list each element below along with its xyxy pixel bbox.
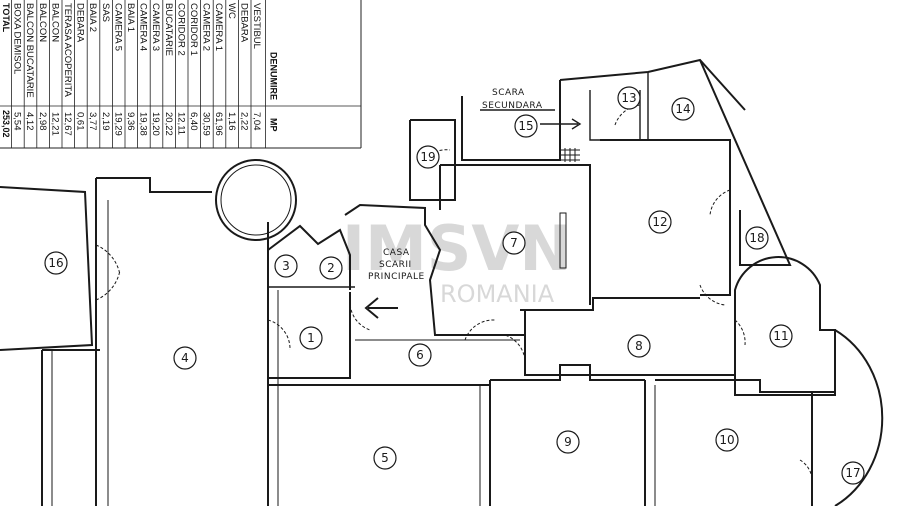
table-row-name: DEBARA	[75, 3, 86, 43]
room-marker-circle	[715, 428, 739, 452]
table-row-name: BALCON	[49, 3, 60, 42]
table-row-area: 30,59	[201, 112, 212, 136]
room-number-11: 11	[773, 329, 788, 343]
walls	[0, 58, 884, 506]
table-row-name: CAMERA 4	[138, 3, 149, 51]
room-number-4: 4	[181, 351, 189, 365]
room-marker-circle	[769, 324, 793, 348]
table-row-name: CAMERA 3	[150, 3, 161, 51]
table-header-area: MP	[269, 118, 279, 132]
room-number-14: 14	[675, 102, 690, 116]
area-table: TOTAL 253,02 BOXA DEMISOL 5,54 BALCON BUCATA…	[0, 0, 362, 149]
table-row-area: 7,04	[251, 112, 262, 131]
room-marker-circle	[556, 430, 580, 454]
secondary-stairs-line2: SECUNDARA	[482, 101, 543, 111]
watermark: IMSVN ROMANIA	[342, 212, 571, 308]
room-number-5: 5	[381, 451, 389, 465]
room-number-13: 13	[621, 91, 636, 105]
room-number-8: 8	[635, 339, 643, 353]
room-marker-circle	[648, 210, 672, 234]
room-marker-circle	[44, 251, 68, 275]
room-number-2: 2	[327, 261, 335, 275]
table-row-name: CAMERA 2	[201, 3, 212, 51]
main-stairs-line2: SCARII	[379, 260, 412, 270]
room-marker-circle	[373, 446, 397, 470]
table-row-name: CORIDOR 2	[175, 3, 186, 56]
room-number-6: 6	[416, 348, 424, 362]
table-row-area: 12,11	[175, 112, 186, 135]
room-number-10: 10	[719, 433, 734, 447]
room-marker-circle	[617, 86, 641, 110]
entry-arrow	[364, 297, 398, 319]
table-row-name: DEBARA	[238, 3, 249, 43]
table-total-value: 253,02	[1, 110, 11, 138]
table-row-area: 2,19	[100, 112, 111, 131]
room-number-7: 7	[510, 236, 518, 250]
table-row-area: 12,21	[49, 112, 60, 136]
room-number-12: 12	[652, 215, 667, 229]
room-number-17: 17	[845, 466, 860, 480]
main-stairs-line3: PRINCIPALE	[368, 272, 425, 282]
room-marker-circle	[408, 343, 432, 367]
table-row-name: CAMERA 5	[112, 3, 123, 51]
room-number-15: 15	[518, 119, 533, 133]
table-row-area: 20,22	[163, 112, 174, 136]
table-header-name: DENUMIRE	[269, 52, 279, 100]
room-marker-circle	[841, 461, 865, 485]
table-row-area: 0,61	[75, 112, 86, 131]
table-row-area: 61,96	[213, 112, 224, 136]
watermark-logo: IMSVN	[342, 212, 571, 285]
table-row-name: CAMERA 1	[213, 3, 224, 51]
room-number-9: 9	[564, 435, 572, 449]
table-total-label: TOTAL	[1, 3, 11, 33]
table-row-area: 3,77	[87, 112, 98, 131]
table-row-name: SAS	[100, 3, 111, 22]
secondary-stairs-note: SCARA SECUNDARA	[482, 88, 543, 111]
table-row-area: 12,67	[62, 112, 73, 136]
main-stairs-line1: CASA	[383, 248, 410, 258]
room-marker-circle	[416, 145, 440, 169]
table-row-area: 9,36	[125, 112, 136, 131]
room-marker-circle	[502, 231, 526, 255]
watermark-sub: ROMANIA	[440, 280, 555, 308]
room-marker-circle	[299, 326, 323, 350]
room-marker-circle	[671, 97, 695, 121]
room-marker-circle	[319, 256, 343, 280]
room-marker-circle	[514, 114, 538, 138]
table-row-area: 1,16	[226, 112, 237, 131]
stair-hatching	[559, 148, 580, 269]
table-row-area: 4,12	[24, 112, 35, 131]
room-number-16: 16	[48, 256, 63, 270]
table-row-area: 19,20	[150, 112, 161, 136]
secondary-stair-arrow	[480, 109, 582, 130]
table-row-area: 6,40	[188, 112, 199, 131]
table-row-name: WC	[226, 3, 237, 19]
table-row-name: BALCON BUCATARIE	[24, 3, 35, 98]
secondary-stairs-line1: SCARA	[492, 88, 525, 98]
table-row-area: 19,38	[138, 112, 149, 136]
main-stairs-note: CASA SCARII PRINCIPALE	[368, 248, 425, 282]
table-row-area: 2,22	[238, 112, 249, 131]
room-number-18: 18	[749, 231, 764, 245]
table-row-name: BAIA 2	[87, 3, 98, 32]
room-marker-circle	[274, 254, 298, 278]
room-number-19: 19	[420, 150, 435, 164]
table-row-area: 2,98	[37, 112, 48, 131]
table-row-name: BUCATARIE	[163, 3, 174, 56]
table-row-name: TERASA ACOPERITA	[62, 3, 73, 97]
table-row-name: BALCON	[37, 3, 48, 42]
table-row-area: 5,54	[12, 112, 23, 131]
room-marker-circle	[745, 226, 769, 250]
table-row-area: 19,29	[112, 112, 123, 136]
room-marker-circle	[627, 334, 651, 358]
table-row-name: CORIDOR 1	[188, 3, 199, 56]
table-row-name: VESTIBUL	[251, 3, 262, 49]
room-marker-circle	[173, 346, 197, 370]
room-number-1: 1	[307, 331, 315, 345]
table-row-name: BOXA DEMISOL	[12, 3, 23, 74]
room-number-3: 3	[282, 259, 290, 273]
table-row-name: BAIA 1	[125, 3, 136, 32]
